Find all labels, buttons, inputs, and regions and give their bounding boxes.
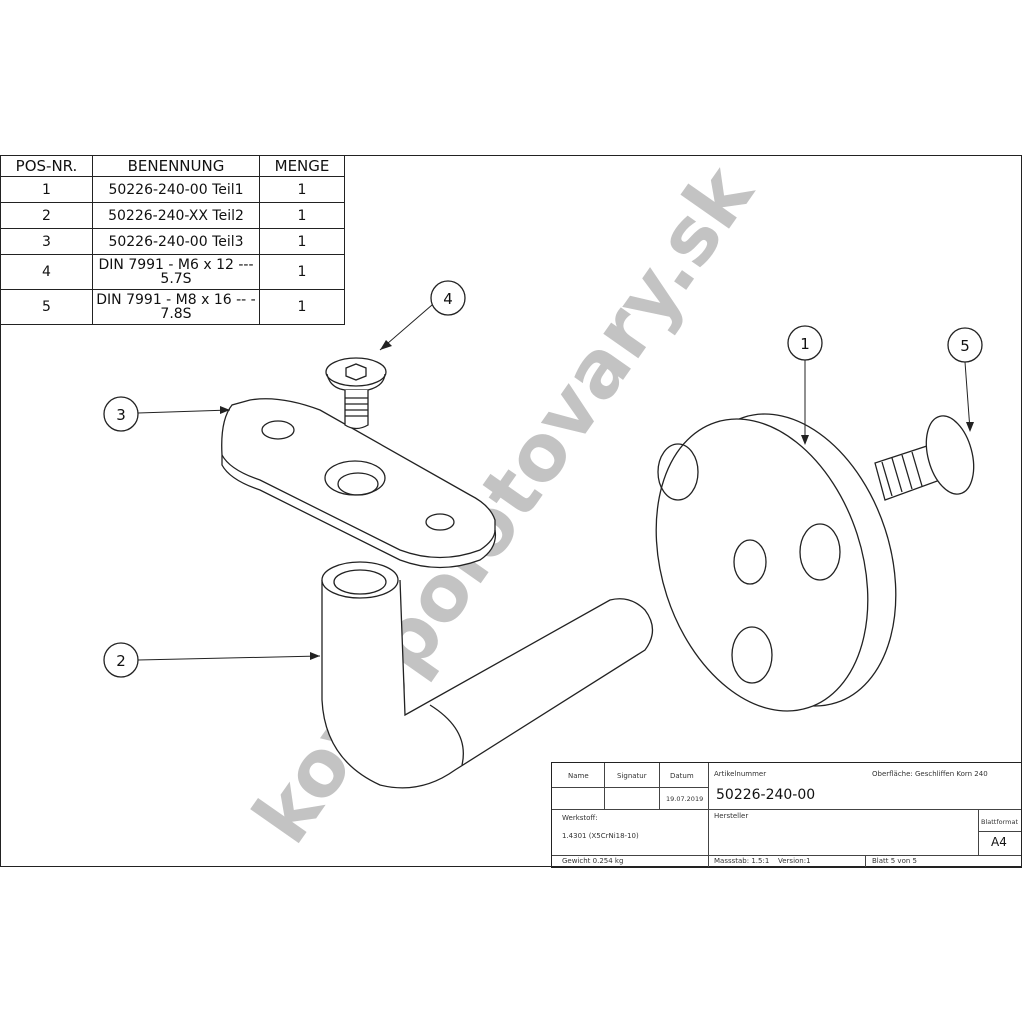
part-4-screw [325,357,387,430]
balloon-4: 4 [430,280,466,316]
part-2-handle [321,561,654,789]
pos: 3 [0,228,93,255]
datum-value: 19.07.2019 [666,795,704,803]
part-3-plate [221,398,497,569]
name-label: Name [568,772,589,780]
title-block: Name Signatur Datum 19.07.2019 Artikelnu… [551,762,1022,868]
header-pos: POS-NR. [0,155,93,177]
svg-text:3: 3 [116,406,126,424]
werkstoff-label: Werkstoff: [562,814,598,822]
name: 50226-240-00 Teil3 [92,228,260,255]
datum-label: Datum [670,772,694,780]
table-header: POS-NR. BENENNUNG MENGE [0,155,345,177]
balloon-2: 2 [103,642,139,678]
name: 50226-240-XX Teil2 [92,202,260,229]
blattformat-label: Blattformat [981,818,1019,826]
name: DIN 7991 - M8 x 16 -- - 7.8S [92,289,260,325]
qty: 1 [259,202,345,229]
svg-text:1: 1 [800,335,810,353]
balloon-5: 5 [947,327,983,363]
hersteller-label: Hersteller [714,812,749,820]
name: 50226-240-00 Teil1 [92,176,260,203]
arrowheads [220,340,974,660]
part-1-disc [655,413,897,712]
qty: 1 [259,228,345,255]
svg-text:2: 2 [116,652,126,670]
svg-text:4: 4 [443,290,453,308]
artikel-label: Artikelnummer [714,770,767,778]
drawing-frame [0,155,1022,867]
pos: 2 [0,202,93,229]
header-qty: MENGE [259,155,345,177]
surface-finish: Oberfläche: Geschliffen Korn 240 [872,770,988,778]
scale: Massstab: 1.5:1 [714,857,770,865]
version: Version:1 [778,857,811,865]
qty: 1 [259,254,345,290]
weight: Gewicht 0.254 kg [562,857,624,865]
blattformat-value: A4 [991,835,1007,849]
pos: 5 [0,289,93,325]
leader-lines [137,304,971,661]
svg-text:5: 5 [960,337,970,355]
header-name: BENENNUNG [92,155,260,177]
pos: 4 [0,254,93,290]
sheet-number: Blatt 5 von 5 [872,857,917,865]
signatur-label: Signatur [617,772,647,780]
pos: 1 [0,176,93,203]
artikel-number: 50226-240-00 [716,787,816,803]
part-5-screw [874,415,975,501]
werkstoff-value: 1.4301 (X5CrNi18-10) [562,832,639,840]
balloon-1: 1 [787,325,823,361]
name: DIN 7991 - M6 x 12 --- 5.7S [92,254,260,290]
qty: 1 [259,289,345,325]
balloon-3: 3 [103,396,139,432]
qty: 1 [259,176,345,203]
